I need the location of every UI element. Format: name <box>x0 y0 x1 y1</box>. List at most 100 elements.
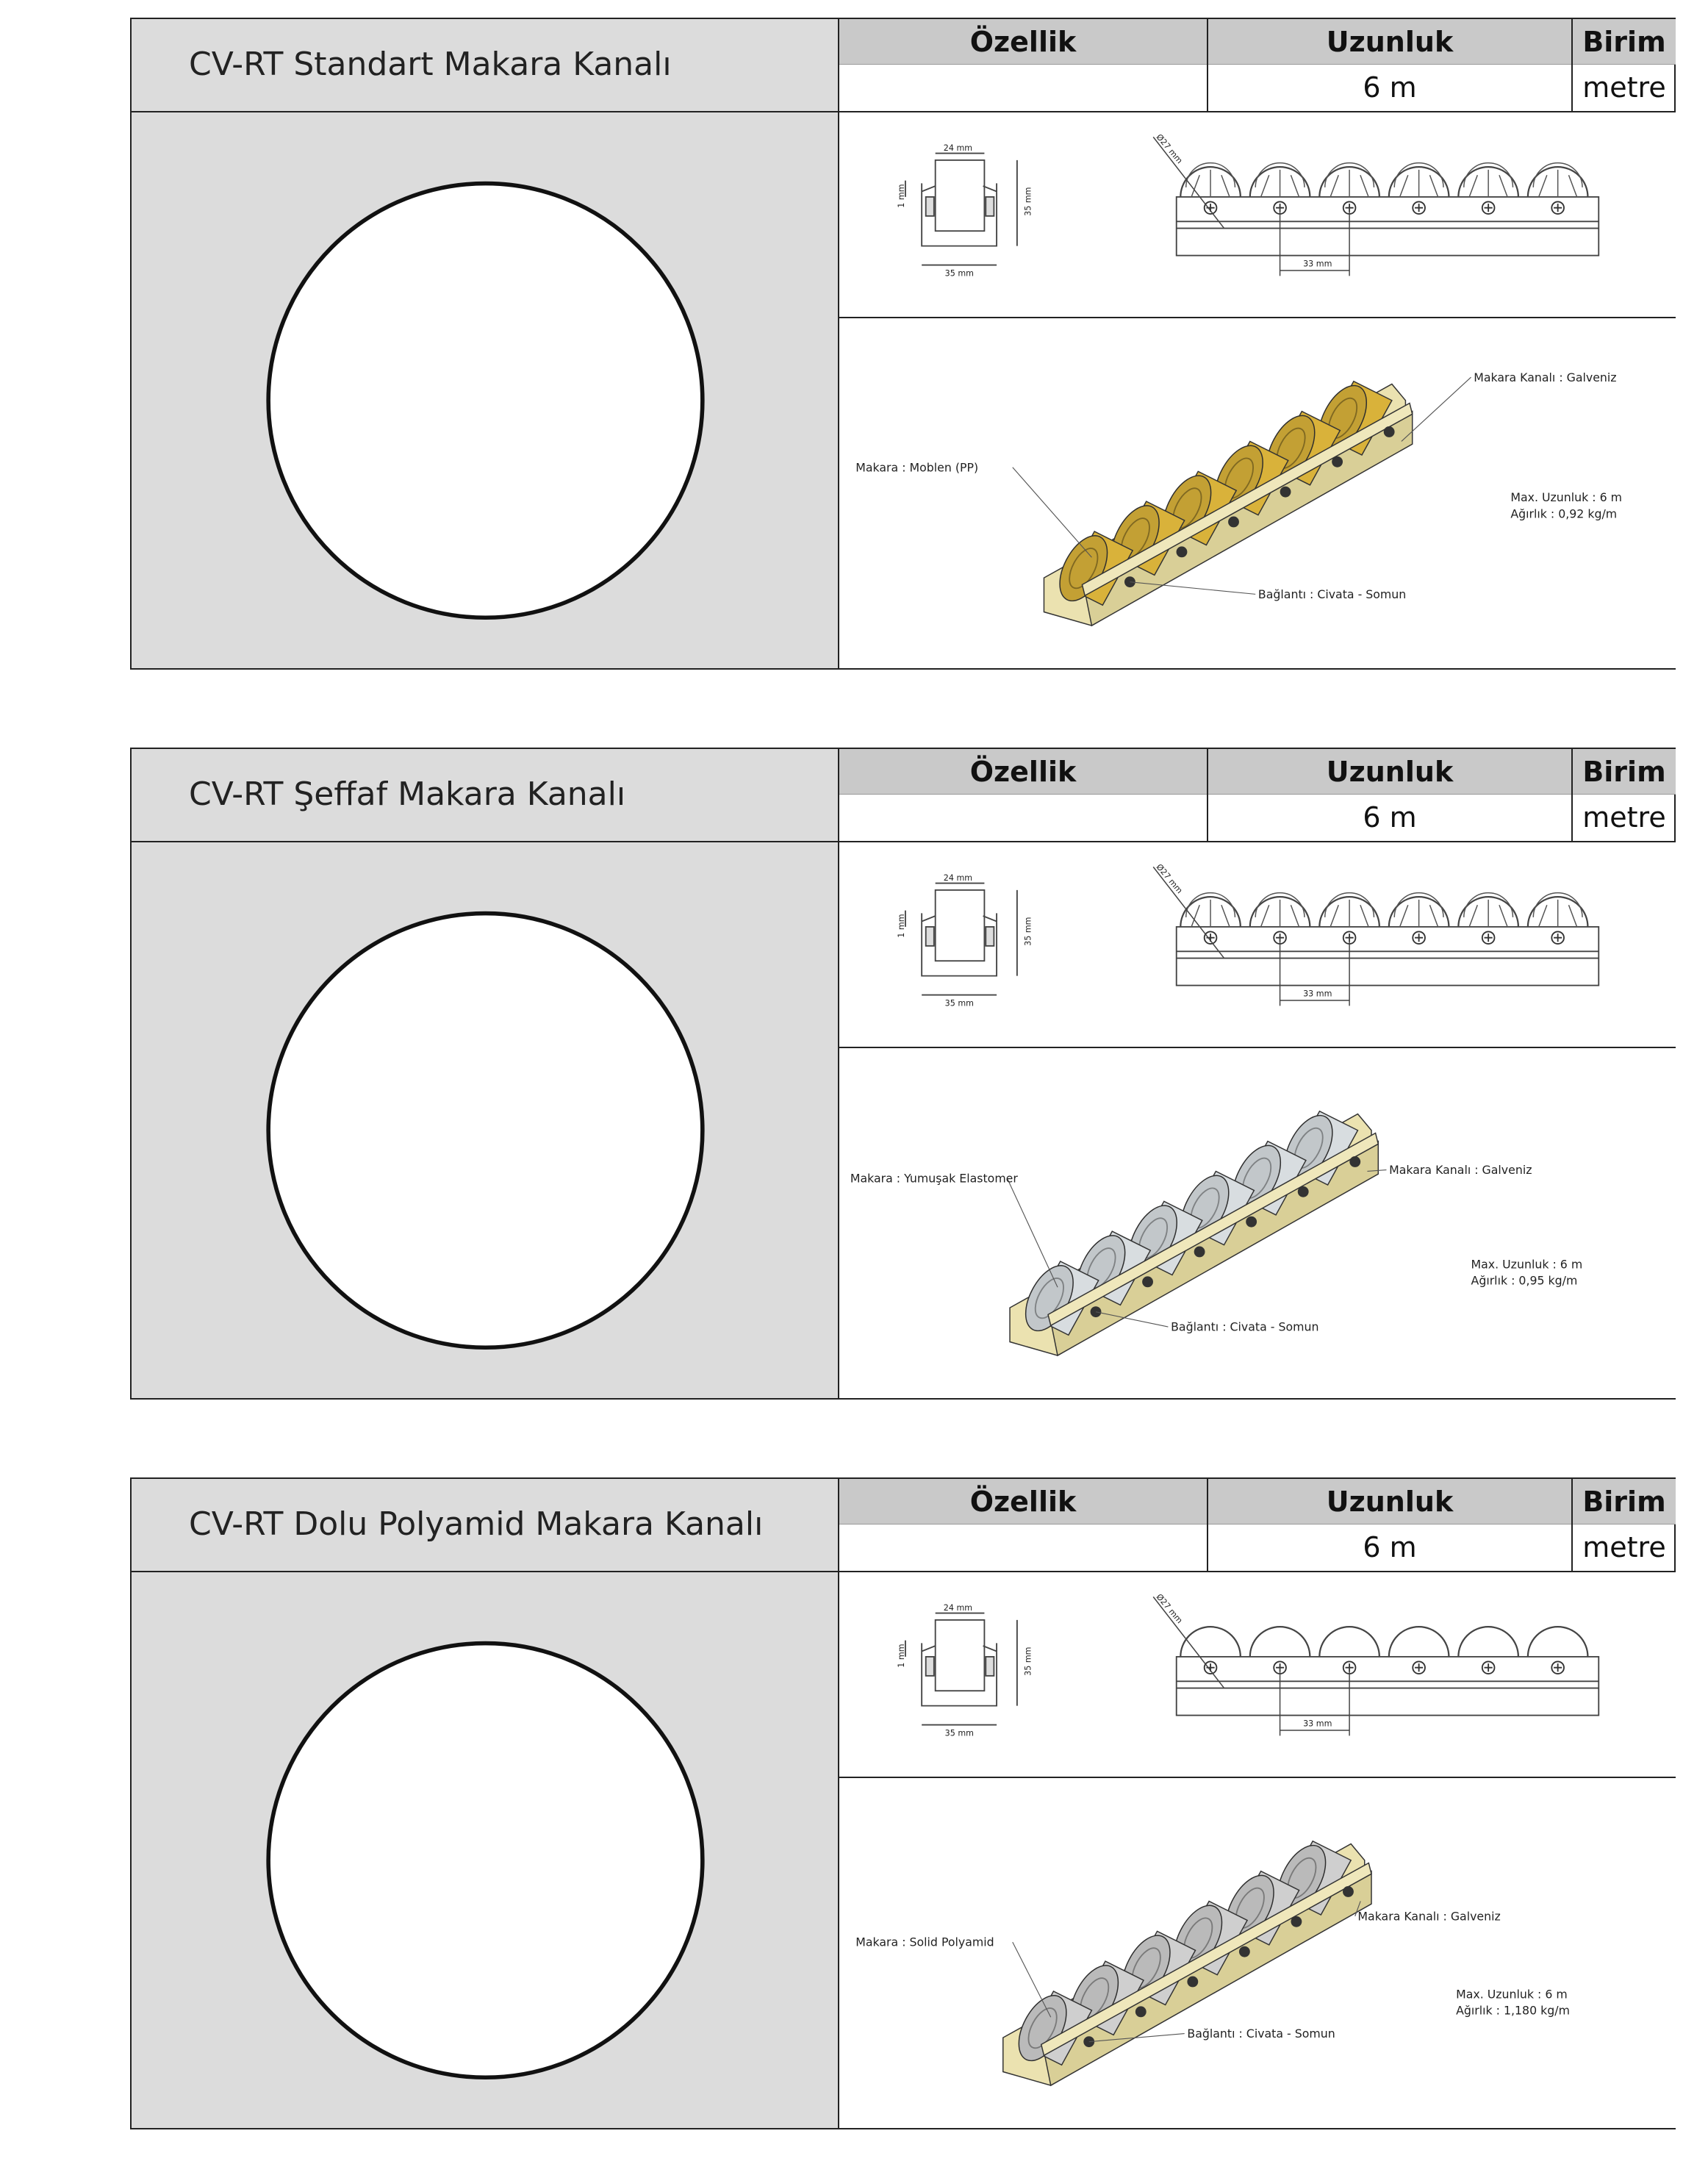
connection-label: Bağlantı : Civata - Somun <box>1258 587 1406 601</box>
length-header: Uzunluk <box>1208 749 1571 795</box>
channel-lip <box>1081 402 1413 597</box>
unit-value: metre <box>1582 801 1666 834</box>
bolt-icon <box>1203 931 1218 945</box>
side-view-drawing <box>1152 1596 1600 1736</box>
roller-profile <box>1318 1626 1380 1657</box>
roller-photo <box>783 440 814 516</box>
dim-pitch: 33 mm <box>1303 1719 1332 1728</box>
roller-material-label: Makara : Solid Polyamid <box>855 1935 994 1949</box>
bolt-icon <box>1203 201 1218 215</box>
bolt-icon <box>1238 1946 1250 1957</box>
leader-lines <box>1012 376 1471 595</box>
isometric-drawing: Makara : Yumuşak Elastomer Makara Kanalı… <box>839 1048 1676 1398</box>
roller-photo <box>711 394 788 470</box>
bolt-icon <box>1481 931 1496 945</box>
leader-lines <box>1006 1169 1387 1328</box>
channel-material-label: Makara Kanalı : Galveniz <box>1357 1909 1500 1923</box>
bolt-icon <box>1187 1976 1199 1988</box>
roller-material-label: Makara : Moblen (PP) <box>855 460 978 474</box>
bolt-icon <box>1228 516 1239 528</box>
length-value: 6 m <box>1363 71 1417 104</box>
roller-material-label: Makara : Yumuşak Elastomer <box>850 1171 1019 1185</box>
max-length-label: Max. Uzunluk : 6 m <box>1510 490 1622 504</box>
product-section: CV-RT Şeffaf Makara Kanalı Özellik Uzunl… <box>130 748 1676 1400</box>
roller-profile <box>1457 896 1520 927</box>
dim-thickness: 1 mm <box>897 914 906 937</box>
roller-profile <box>1457 166 1520 197</box>
photo-frame-circle <box>266 911 705 1350</box>
feature-header: Özellik <box>839 749 1207 795</box>
unit-column: Birim metre <box>1573 749 1676 842</box>
unit-value: metre <box>1582 71 1666 104</box>
bolt-icon <box>1343 1886 1354 1897</box>
roller-profile <box>1180 166 1241 197</box>
roller-photo <box>711 1854 788 1930</box>
dimension-drawing: 24 mm 35 mm 35 mm 1 mm Ø27 mm 33 mm <box>839 842 1676 1048</box>
roller-profile <box>1526 896 1589 927</box>
connection-label: Bağlantı : Civata - Somun <box>1171 1320 1318 1334</box>
unit-header: Birim <box>1573 749 1676 795</box>
dim-width-bottom: 35 mm <box>945 1728 974 1738</box>
roller-profile <box>1457 1626 1520 1657</box>
product-title: CV-RT Standart Makara Kanalı <box>189 46 672 83</box>
product-title-cell: CV-RT Standart Makara Kanalı <box>132 19 839 112</box>
dim-width-bottom: 35 mm <box>945 998 974 1008</box>
product-title: CV-RT Dolu Polyamid Makara Kanalı <box>189 1505 764 1543</box>
roller-profile <box>1318 166 1380 197</box>
cross-section-drawing <box>904 882 1018 996</box>
dim-pitch: 33 mm <box>1303 259 1332 268</box>
weight-label: Ağırlık : 0,92 kg/m <box>1510 506 1617 520</box>
unit-header: Birim <box>1573 19 1676 65</box>
bolt-icon <box>1551 1660 1565 1674</box>
product-photo-cell <box>132 112 839 668</box>
cross-section-drawing <box>904 152 1018 266</box>
bolt-icon <box>1412 201 1426 215</box>
side-view-drawing <box>1152 136 1600 276</box>
roller-profile <box>1388 896 1450 927</box>
unit-header: Birim <box>1573 1479 1676 1525</box>
bolt-icon <box>1194 1246 1205 1258</box>
product-section: CV-RT Standart Makara Kanalı Özellik Uzu… <box>130 18 1676 670</box>
roller-profile <box>1180 1626 1241 1657</box>
roller-3d <box>1018 1990 1093 2066</box>
feature-header: Özellik <box>839 1479 1207 1525</box>
dim-thickness: 1 mm <box>897 1644 906 1667</box>
dim-diameter: Ø27 mm <box>1155 132 1185 165</box>
product-title: CV-RT Şeffaf Makara Kanalı <box>189 775 626 813</box>
channel-material-label: Makara Kanalı : Galveniz <box>1389 1163 1532 1177</box>
bolt-icon <box>1551 931 1565 945</box>
roller-photo <box>783 1170 814 1246</box>
feature-header: Özellik <box>839 19 1207 65</box>
dim-diameter: Ø27 mm <box>1155 862 1185 895</box>
roller-profile <box>1388 166 1450 197</box>
bolt-icon <box>1383 426 1395 437</box>
feature-column: Özellik <box>839 19 1208 112</box>
roller-profile <box>1388 1626 1450 1657</box>
bolt-icon <box>1412 931 1426 945</box>
roller-profile <box>1249 896 1311 927</box>
bolt-icon <box>1246 1216 1257 1228</box>
product-photo <box>266 181 814 620</box>
roller-profile <box>1526 166 1589 197</box>
product-photo-cell <box>132 1572 839 2128</box>
channel-lip <box>1040 1862 1372 2057</box>
dim-width-bottom: 35 mm <box>945 268 974 278</box>
dim-width-top: 24 mm <box>944 1603 972 1613</box>
bolt-icon <box>1481 1660 1496 1674</box>
bolt-icon <box>1124 576 1135 588</box>
length-value: 6 m <box>1363 1531 1417 1563</box>
product-section: CV-RT Dolu Polyamid Makara Kanalı Özelli… <box>130 1477 1676 2129</box>
dim-height: 35 mm <box>1023 917 1033 946</box>
dim-height: 35 mm <box>1023 1647 1033 1676</box>
roller-profile <box>1249 166 1311 197</box>
photo-frame-circle <box>266 181 705 620</box>
roller-profile <box>1318 896 1380 927</box>
max-length-label: Max. Uzunluk : 6 m <box>1471 1257 1583 1271</box>
product-photo <box>266 1641 814 2080</box>
photo-frame-circle <box>266 1641 705 2080</box>
roller-profile <box>1180 896 1241 927</box>
